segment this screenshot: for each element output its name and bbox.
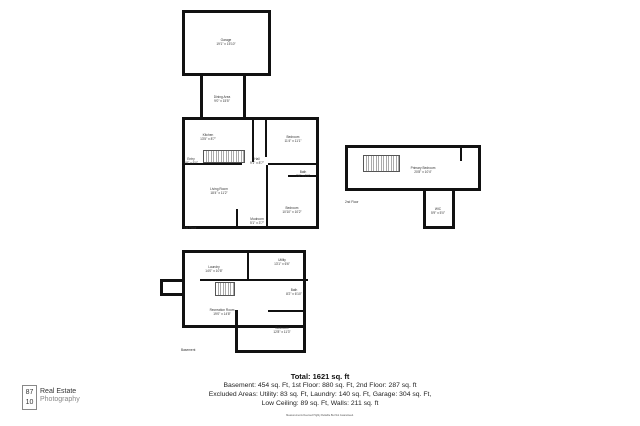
interior-wall	[236, 209, 238, 228]
basement-lower-walls	[182, 310, 306, 328]
stairs	[363, 155, 400, 172]
interior-wall	[268, 310, 306, 312]
floor-label: 2nd Floor	[345, 200, 359, 204]
garage-walls	[182, 10, 271, 76]
area-breakdown: Basement: 454 sq. Ft, 1st Floor: 880 sq.…	[223, 382, 417, 389]
interior-wall	[288, 175, 318, 177]
stairs	[215, 282, 235, 296]
interior-wall	[182, 163, 242, 165]
interior-wall	[252, 117, 254, 162]
dining-area-walls	[200, 73, 246, 120]
second-floor-walls	[345, 145, 481, 191]
excluded-areas: Excluded Areas: Utility: 83 sq. Ft, Laun…	[208, 391, 432, 398]
excluded-areas-cont: Low Ceiling: 89 sq. Ft, Walls: 211 sq. f…	[261, 400, 379, 407]
interior-wall	[265, 117, 267, 157]
interior-wall	[266, 165, 268, 228]
basement-bump-walls	[160, 279, 185, 296]
floor-label: 1st Floor	[184, 226, 197, 230]
interior-wall	[200, 279, 308, 281]
interior-wall	[268, 163, 318, 165]
floor-label: Basement	[181, 348, 196, 352]
wic-walls	[423, 188, 455, 229]
first-floor-walls	[182, 117, 319, 229]
total-area: Total: 1621 sq. ft	[290, 372, 350, 381]
basement-bedroom-walls	[235, 310, 306, 353]
disclaimer: Measurements Deemed Highly Reliable But …	[286, 414, 354, 417]
interior-wall	[460, 145, 462, 161]
stairs	[203, 150, 245, 163]
interior-wall	[247, 250, 249, 280]
